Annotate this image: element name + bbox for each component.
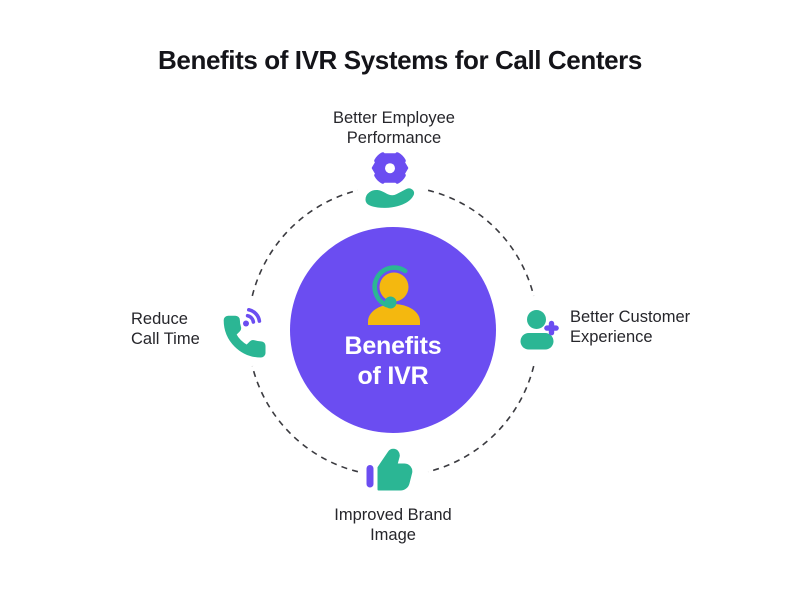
benefit-label-employee-performance: Better Employee Performance [280, 108, 508, 148]
plus-mark [544, 320, 559, 336]
label-line: Better Employee [333, 109, 455, 127]
label-line: Performance [346, 129, 442, 147]
badge-center-dot [385, 163, 395, 174]
headset-band [372, 265, 408, 308]
dashed-arc-top-right [427, 189, 535, 297]
label-line: Improved Brand [334, 506, 452, 524]
agent-headset-icon [368, 265, 420, 325]
thumb-hand [377, 448, 413, 491]
label-line: Image [370, 526, 416, 544]
label-line: Experience [570, 328, 653, 346]
thumb-cuff-bar [366, 465, 374, 488]
hand-holding-badge-icon [365, 152, 414, 208]
agent-head [379, 272, 409, 302]
center-label-line2: of IVR [357, 362, 429, 390]
person-plus-icon [520, 310, 559, 350]
signal-waves [243, 308, 262, 327]
agent-shoulders [368, 304, 420, 325]
holding-hand [365, 188, 414, 208]
badge-corner-accent [374, 173, 385, 184]
benefit-label-customer-experience: Better Customer Experience [570, 307, 690, 347]
headset-mic-dot [384, 296, 397, 309]
center-label: Benefits of IVR [344, 331, 441, 391]
label-line: Reduce [131, 310, 188, 328]
thumbs-up-icon [366, 448, 413, 491]
person-head [527, 310, 546, 329]
center-label-line1: Benefits [344, 332, 442, 360]
phone-signal-waves-icon [223, 308, 266, 358]
dashed-arc-top-left [251, 189, 359, 297]
person-body [520, 333, 554, 350]
badge-corner-accent [395, 173, 406, 184]
dashed-arc-bottom-left [251, 365, 359, 473]
page-title: Benefits of IVR Systems for Call Centers [158, 45, 642, 75]
phone-handset [223, 315, 266, 358]
label-line: Call Time [131, 330, 200, 348]
badge-corner-accent [374, 152, 385, 163]
dashed-arc-bottom-right [427, 365, 535, 473]
label-line: Better Customer [570, 308, 691, 326]
badge-corner-accent [395, 152, 406, 163]
center-circle: Benefits of IVR [290, 227, 496, 433]
benefit-label-reduce-call-time: Reduce Call Time [131, 309, 200, 349]
benefit-label-brand-image: Improved Brand Image [283, 505, 503, 545]
